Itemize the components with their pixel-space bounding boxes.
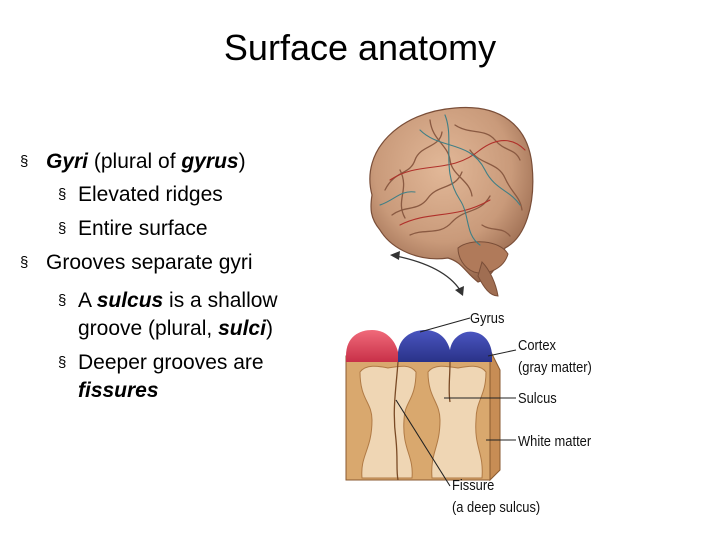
term-sulcus: sulcus bbox=[96, 289, 164, 312]
leader-lines bbox=[395, 317, 517, 487]
bullet-marker: § bbox=[58, 220, 67, 237]
slide-title: Surface anatomy bbox=[223, 27, 497, 68]
term-gyrus: gyrus bbox=[181, 150, 239, 173]
bullet-marker: § bbox=[20, 153, 29, 170]
label-gray-matter: (gray matter) bbox=[518, 359, 592, 376]
label-sulcus: Sulcus bbox=[518, 390, 557, 407]
bullet-marker: § bbox=[58, 292, 67, 309]
label-gyrus: Gyrus bbox=[470, 310, 505, 327]
bullet-list: § Gyri (plural of gyrus) § Elevated ridg… bbox=[0, 0, 340, 420]
term-sulci: sulci bbox=[218, 317, 266, 340]
term-gyri: Gyri bbox=[46, 150, 89, 173]
cortex-section-image bbox=[345, 330, 501, 482]
connector-arrow bbox=[390, 251, 464, 296]
label-white-matter: White matter bbox=[518, 433, 592, 450]
term-fissures: fissures bbox=[78, 379, 159, 402]
bullet-marker: § bbox=[58, 354, 67, 371]
label-cortex: Cortex bbox=[518, 337, 557, 354]
bullet-marker: § bbox=[58, 186, 67, 203]
brain-figure: Gyrus Cortex (gray matter) Sulcus White … bbox=[340, 100, 720, 540]
label-deep-sulcus: (a deep sulcus) bbox=[452, 499, 541, 516]
bullet-marker: § bbox=[20, 254, 29, 271]
label-fissure: Fissure bbox=[452, 477, 495, 494]
brain-illustration bbox=[345, 106, 534, 487]
whole-brain-image bbox=[369, 106, 534, 297]
